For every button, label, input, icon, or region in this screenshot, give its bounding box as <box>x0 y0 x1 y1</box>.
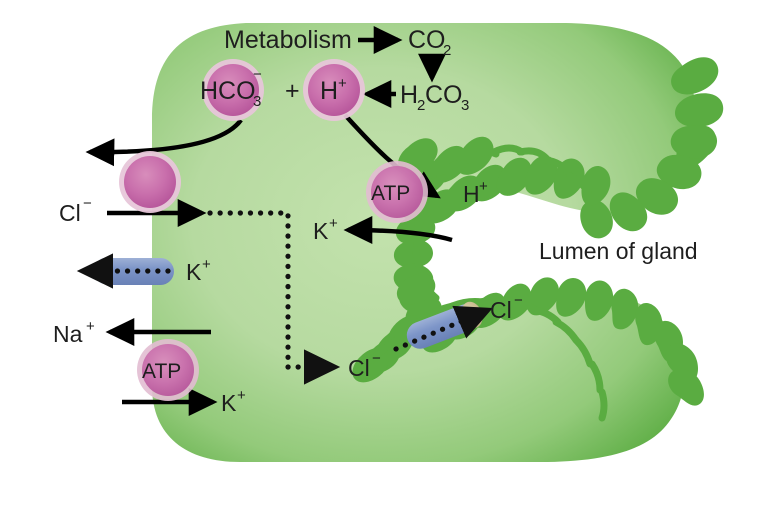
k-lumen-label: K + <box>313 215 338 244</box>
lumen-label: Lumen of gland <box>539 238 698 264</box>
cl-mid-label: Cl − <box>348 350 381 381</box>
h-lumen-superscript: + <box>479 178 488 195</box>
k-channel-basolateral[interactable] <box>76 253 174 289</box>
co2-label: CO 2 <box>408 26 451 59</box>
h2co3-sub2: 3 <box>461 97 469 114</box>
h2co3-h: H <box>400 81 418 109</box>
h-ion-label: H + <box>320 75 347 105</box>
co2-subscript: 2 <box>443 42 451 59</box>
h2co3-co: CO <box>425 81 463 109</box>
na-left-text: Na <box>53 321 83 347</box>
cl-mid-text: Cl <box>348 355 370 381</box>
k-lumen-text: K <box>313 218 329 244</box>
hco3-vesicle[interactable] <box>202 59 264 121</box>
na-left-label: Na + <box>53 318 95 347</box>
cl-lumen-superscript: − <box>514 292 523 309</box>
na-left-superscript: + <box>86 318 95 335</box>
cl-left-label: Cl − <box>59 195 92 226</box>
h-vesicle[interactable] <box>303 59 365 121</box>
cl-mid-superscript: − <box>372 350 381 367</box>
cl-left-superscript: − <box>83 195 92 212</box>
basal-atpase-vesicle[interactable] <box>137 339 199 401</box>
k-left-channel-text: K <box>186 259 202 285</box>
microvilli-fronds-lower <box>368 296 608 422</box>
apical-atpase-vesicle[interactable] <box>366 161 428 223</box>
hco3-subscript: 3 <box>253 93 261 110</box>
h-ion-text: H <box>320 77 338 105</box>
k-left-pump-superscript: + <box>237 387 246 404</box>
cell-outline <box>152 23 696 462</box>
co2-text: CO <box>408 26 446 54</box>
arrow-hco3-efflux <box>85 118 243 167</box>
cl-left-text: Cl <box>59 200 81 226</box>
basolateral-exchanger-vesicle[interactable] <box>119 151 181 213</box>
cell-body <box>152 23 696 462</box>
cl-intracellular-path <box>207 210 341 385</box>
k-left-channel-label: K + <box>186 256 211 285</box>
arrow-k-reabsorption <box>343 216 453 244</box>
k-left-channel-superscript: + <box>202 256 211 273</box>
k-left-pump-label: K + <box>221 387 246 416</box>
metabolism-label: Metabolism <box>224 26 352 54</box>
h2co3-sub1: 2 <box>417 97 425 114</box>
h-ion-superscript: + <box>338 75 347 92</box>
atp-apical-label: ATP <box>371 182 410 205</box>
h-lumen-label: H + <box>463 178 488 207</box>
h2co3-label: H 2 CO 3 <box>400 81 469 114</box>
atp-basal-label: ATP <box>142 360 181 383</box>
hco3-superscript: − <box>253 66 262 83</box>
k-lumen-superscript: + <box>329 215 338 232</box>
k-left-pump-text: K <box>221 390 237 416</box>
cl-lumen-text: Cl <box>490 297 512 323</box>
hco3-label: HCO 3 − <box>200 66 262 110</box>
plus-sign: + <box>285 77 300 105</box>
cl-lumen-label: Cl − <box>490 292 523 323</box>
cl-secretion-dotted <box>393 305 493 352</box>
hco3-text: HCO <box>200 77 256 105</box>
h-lumen-text: H <box>463 181 480 207</box>
